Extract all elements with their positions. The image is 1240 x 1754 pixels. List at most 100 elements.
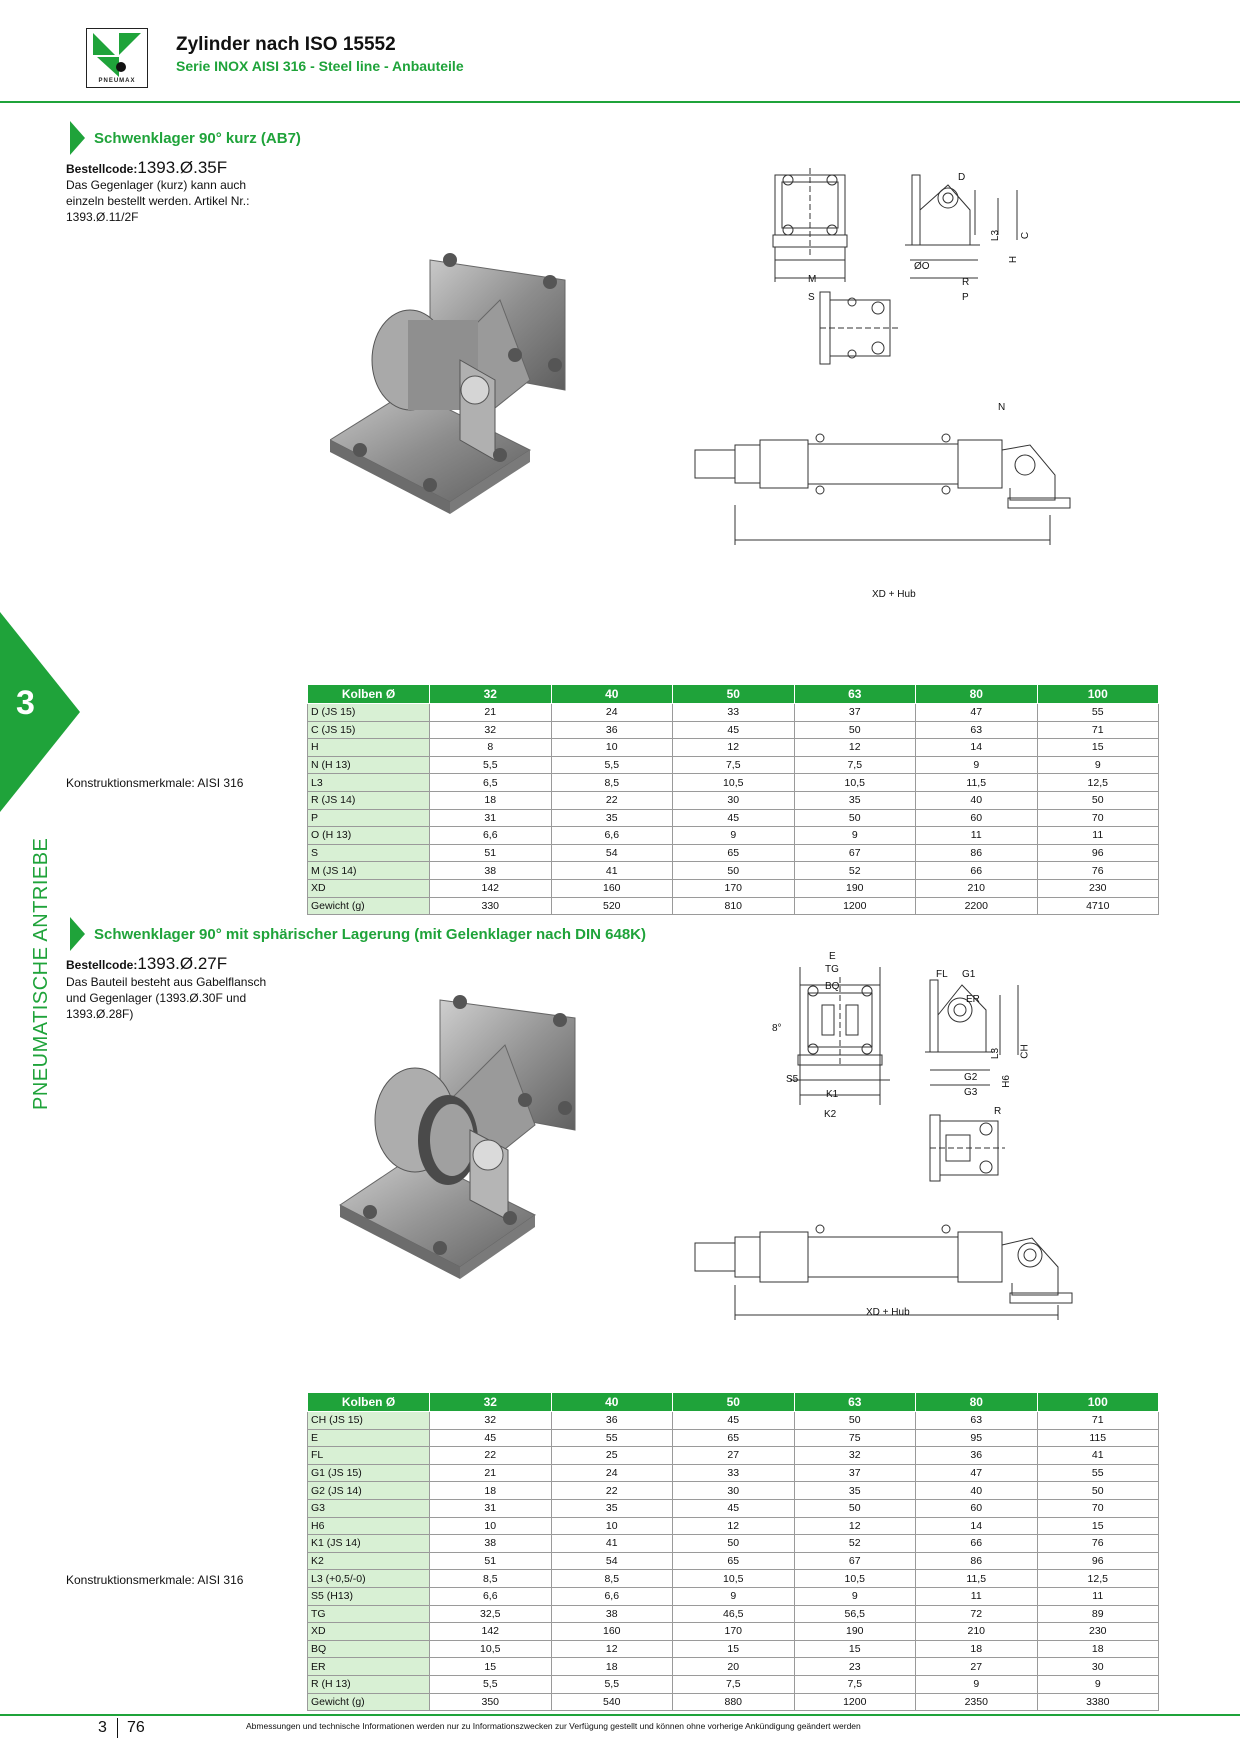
table-cell: 190 (793, 878, 916, 898)
header-cell-label: Kolben Ø (307, 1392, 430, 1412)
table-cell: 12 (793, 738, 916, 757)
table-cell: 18 (550, 1657, 673, 1676)
table-cell: 70 (1036, 808, 1159, 828)
row-label: S5 (H13) (307, 1586, 430, 1606)
table-cell: 8 (429, 738, 552, 757)
table-cell: 27 (915, 1657, 1038, 1676)
table-cell: 35 (793, 790, 916, 810)
row-label: BQ (307, 1639, 430, 1659)
table-cell: 5,5 (429, 755, 552, 775)
dim-label-angle: 8° (772, 1023, 782, 1034)
table-cell: 5,5 (429, 1674, 552, 1694)
table-cell: 55 (1036, 703, 1159, 722)
page-title: Zylinder nach ISO 15552 (176, 34, 396, 55)
table-cell: 9 (1036, 1674, 1159, 1694)
table-cell: 30 (672, 1481, 795, 1500)
row-label: N (H 13) (307, 755, 430, 775)
table-cell: 86 (915, 843, 1038, 863)
table-cell: 15 (1036, 738, 1159, 757)
table-cell: 18 (429, 1481, 552, 1500)
table-cell: 18 (1036, 1639, 1159, 1659)
table-cell: 22 (429, 1446, 552, 1465)
table-cell: 22 (550, 790, 673, 810)
dim-label-l3: L3 (990, 1047, 1002, 1060)
dim-label-d: D (958, 172, 966, 183)
table-cell: 45 (672, 1411, 795, 1430)
table-cell: 142 (429, 878, 552, 898)
row-label: K2 (307, 1551, 430, 1571)
chapter-label: PNEUMATISCHE ANTRIEBE (30, 837, 52, 1110)
table-cell: 8,5 (550, 773, 673, 792)
table-cell: 66 (915, 1534, 1038, 1553)
table-cell: 540 (550, 1692, 673, 1712)
header-cell-bore: 50 (672, 1392, 795, 1412)
dim-label-g3: G3 (964, 1087, 978, 1098)
table-cell: 41 (550, 1534, 673, 1553)
row-label: S (307, 843, 430, 863)
table-cell: 21 (429, 1463, 552, 1483)
pneumax-logo-icon (93, 33, 141, 77)
order-label: Bestellcode: (66, 162, 138, 176)
table-cell: 60 (915, 1498, 1038, 1518)
table-cell: 9 (1036, 755, 1159, 775)
section1-description: Das Gegenlager (kurz) kann auch einzeln … (66, 177, 249, 225)
table-cell: 33 (672, 1463, 795, 1483)
chapter-tab (0, 612, 80, 812)
table-cell: 1200 (793, 896, 916, 916)
section2-title: Schwenklager 90° mit sphärischer Lagerun… (94, 926, 647, 943)
section1-title: Schwenklager 90° kurz (AB7) (94, 130, 301, 147)
table-cell: 67 (793, 1551, 916, 1571)
table-cell: 10,5 (672, 1569, 795, 1588)
table-cell: 6,5 (429, 773, 552, 792)
table-cell: 96 (1036, 843, 1159, 863)
section2-construction: Konstruktionsmerkmale: AISI 316 (66, 1573, 244, 1587)
table-cell: 18 (429, 790, 552, 810)
table-cell: 50 (793, 808, 916, 828)
table-cell: 37 (793, 1463, 916, 1483)
table-cell: 54 (550, 1551, 673, 1571)
row-label: G3 (307, 1498, 430, 1518)
table-cell: 65 (672, 1551, 795, 1571)
header-cell-label: Kolben Ø (307, 684, 430, 704)
row-label: C (JS 15) (307, 720, 430, 740)
table-cell: 24 (550, 703, 673, 722)
table-cell: 3380 (1036, 1692, 1159, 1712)
table-cell: 46,5 (672, 1604, 795, 1624)
section1-order: Bestellcode:1393.Ø.35F (66, 158, 227, 178)
table-cell: 70 (1036, 1498, 1159, 1518)
dim-label-o: ØO (914, 261, 930, 272)
table-cell: 7,5 (672, 1674, 795, 1694)
dim-label-h: H (1008, 255, 1020, 264)
header-cell-bore: 32 (429, 684, 552, 704)
table-cell: 15 (672, 1639, 795, 1659)
dim-label-m: M (808, 274, 817, 285)
dim-label-ch: CH (1019, 1044, 1031, 1059)
dim-label-s5: S5 (786, 1074, 799, 1085)
table-cell: 9 (672, 826, 795, 845)
table-cell: 142 (429, 1622, 552, 1641)
table-cell: 9 (793, 1586, 916, 1606)
table-cell: 45 (429, 1428, 552, 1448)
table-cell: 36 (915, 1446, 1038, 1465)
table-cell: 52 (793, 861, 916, 880)
table-cell: 86 (915, 1551, 1038, 1571)
table-cell: 31 (429, 808, 552, 828)
order-label: Bestellcode: (66, 958, 138, 972)
table-cell: 520 (550, 896, 673, 916)
table-cell: 96 (1036, 1551, 1159, 1571)
table-cell: 54 (550, 843, 673, 863)
header-cell-bore: 40 (550, 684, 673, 704)
table-cell: 27 (672, 1446, 795, 1465)
table-cell: 12 (793, 1516, 916, 1536)
section-arrow-icon (70, 121, 85, 155)
table-cell: 25 (550, 1446, 673, 1465)
